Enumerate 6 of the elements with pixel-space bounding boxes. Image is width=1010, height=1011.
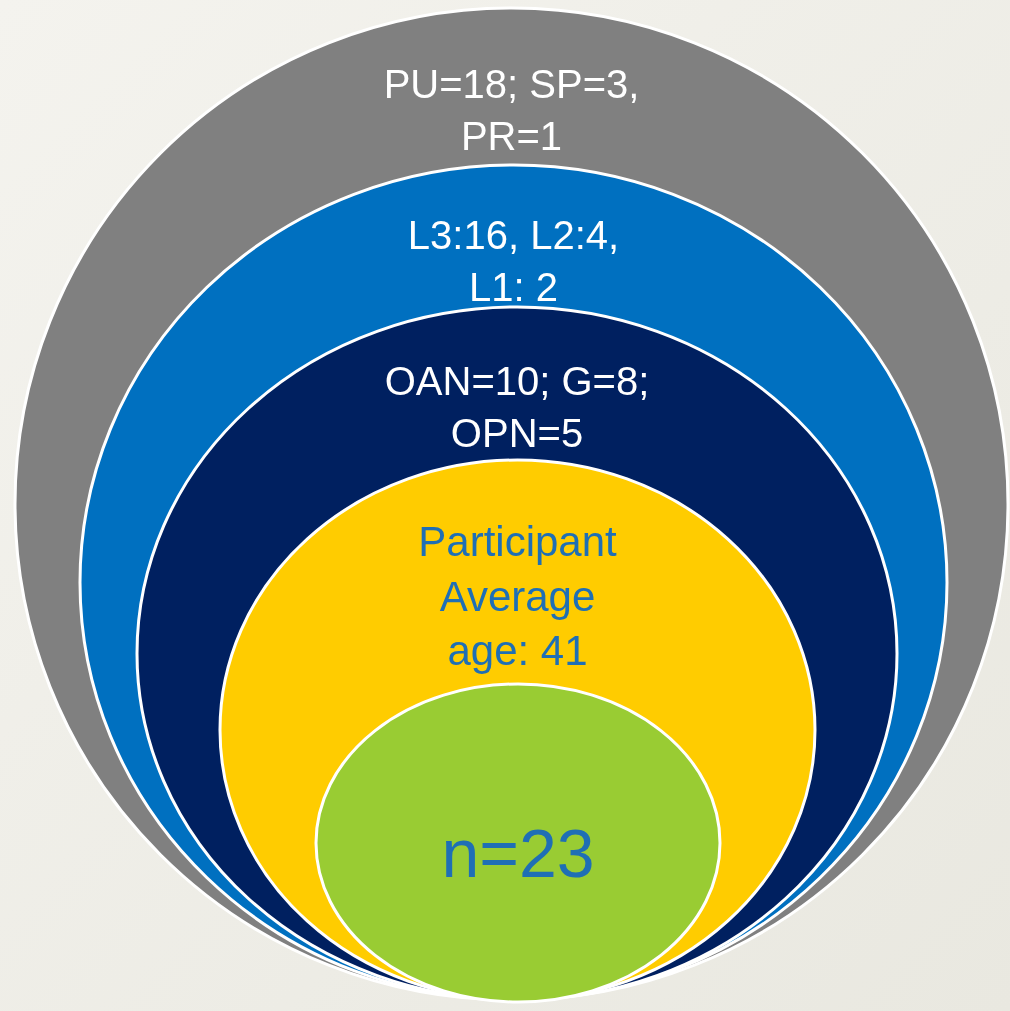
region-label: Participant Average age: 41 <box>417 517 618 677</box>
region-label: n=23 <box>440 814 596 893</box>
region-label: PU=18; SP=3, PR=1 <box>382 61 641 160</box>
region-label: L3:16, L2:4, L1: 2 <box>406 212 621 311</box>
ellipse-region <box>316 684 720 1002</box>
region-label: OAN=10; G=8; OPN=5 <box>383 358 651 457</box>
